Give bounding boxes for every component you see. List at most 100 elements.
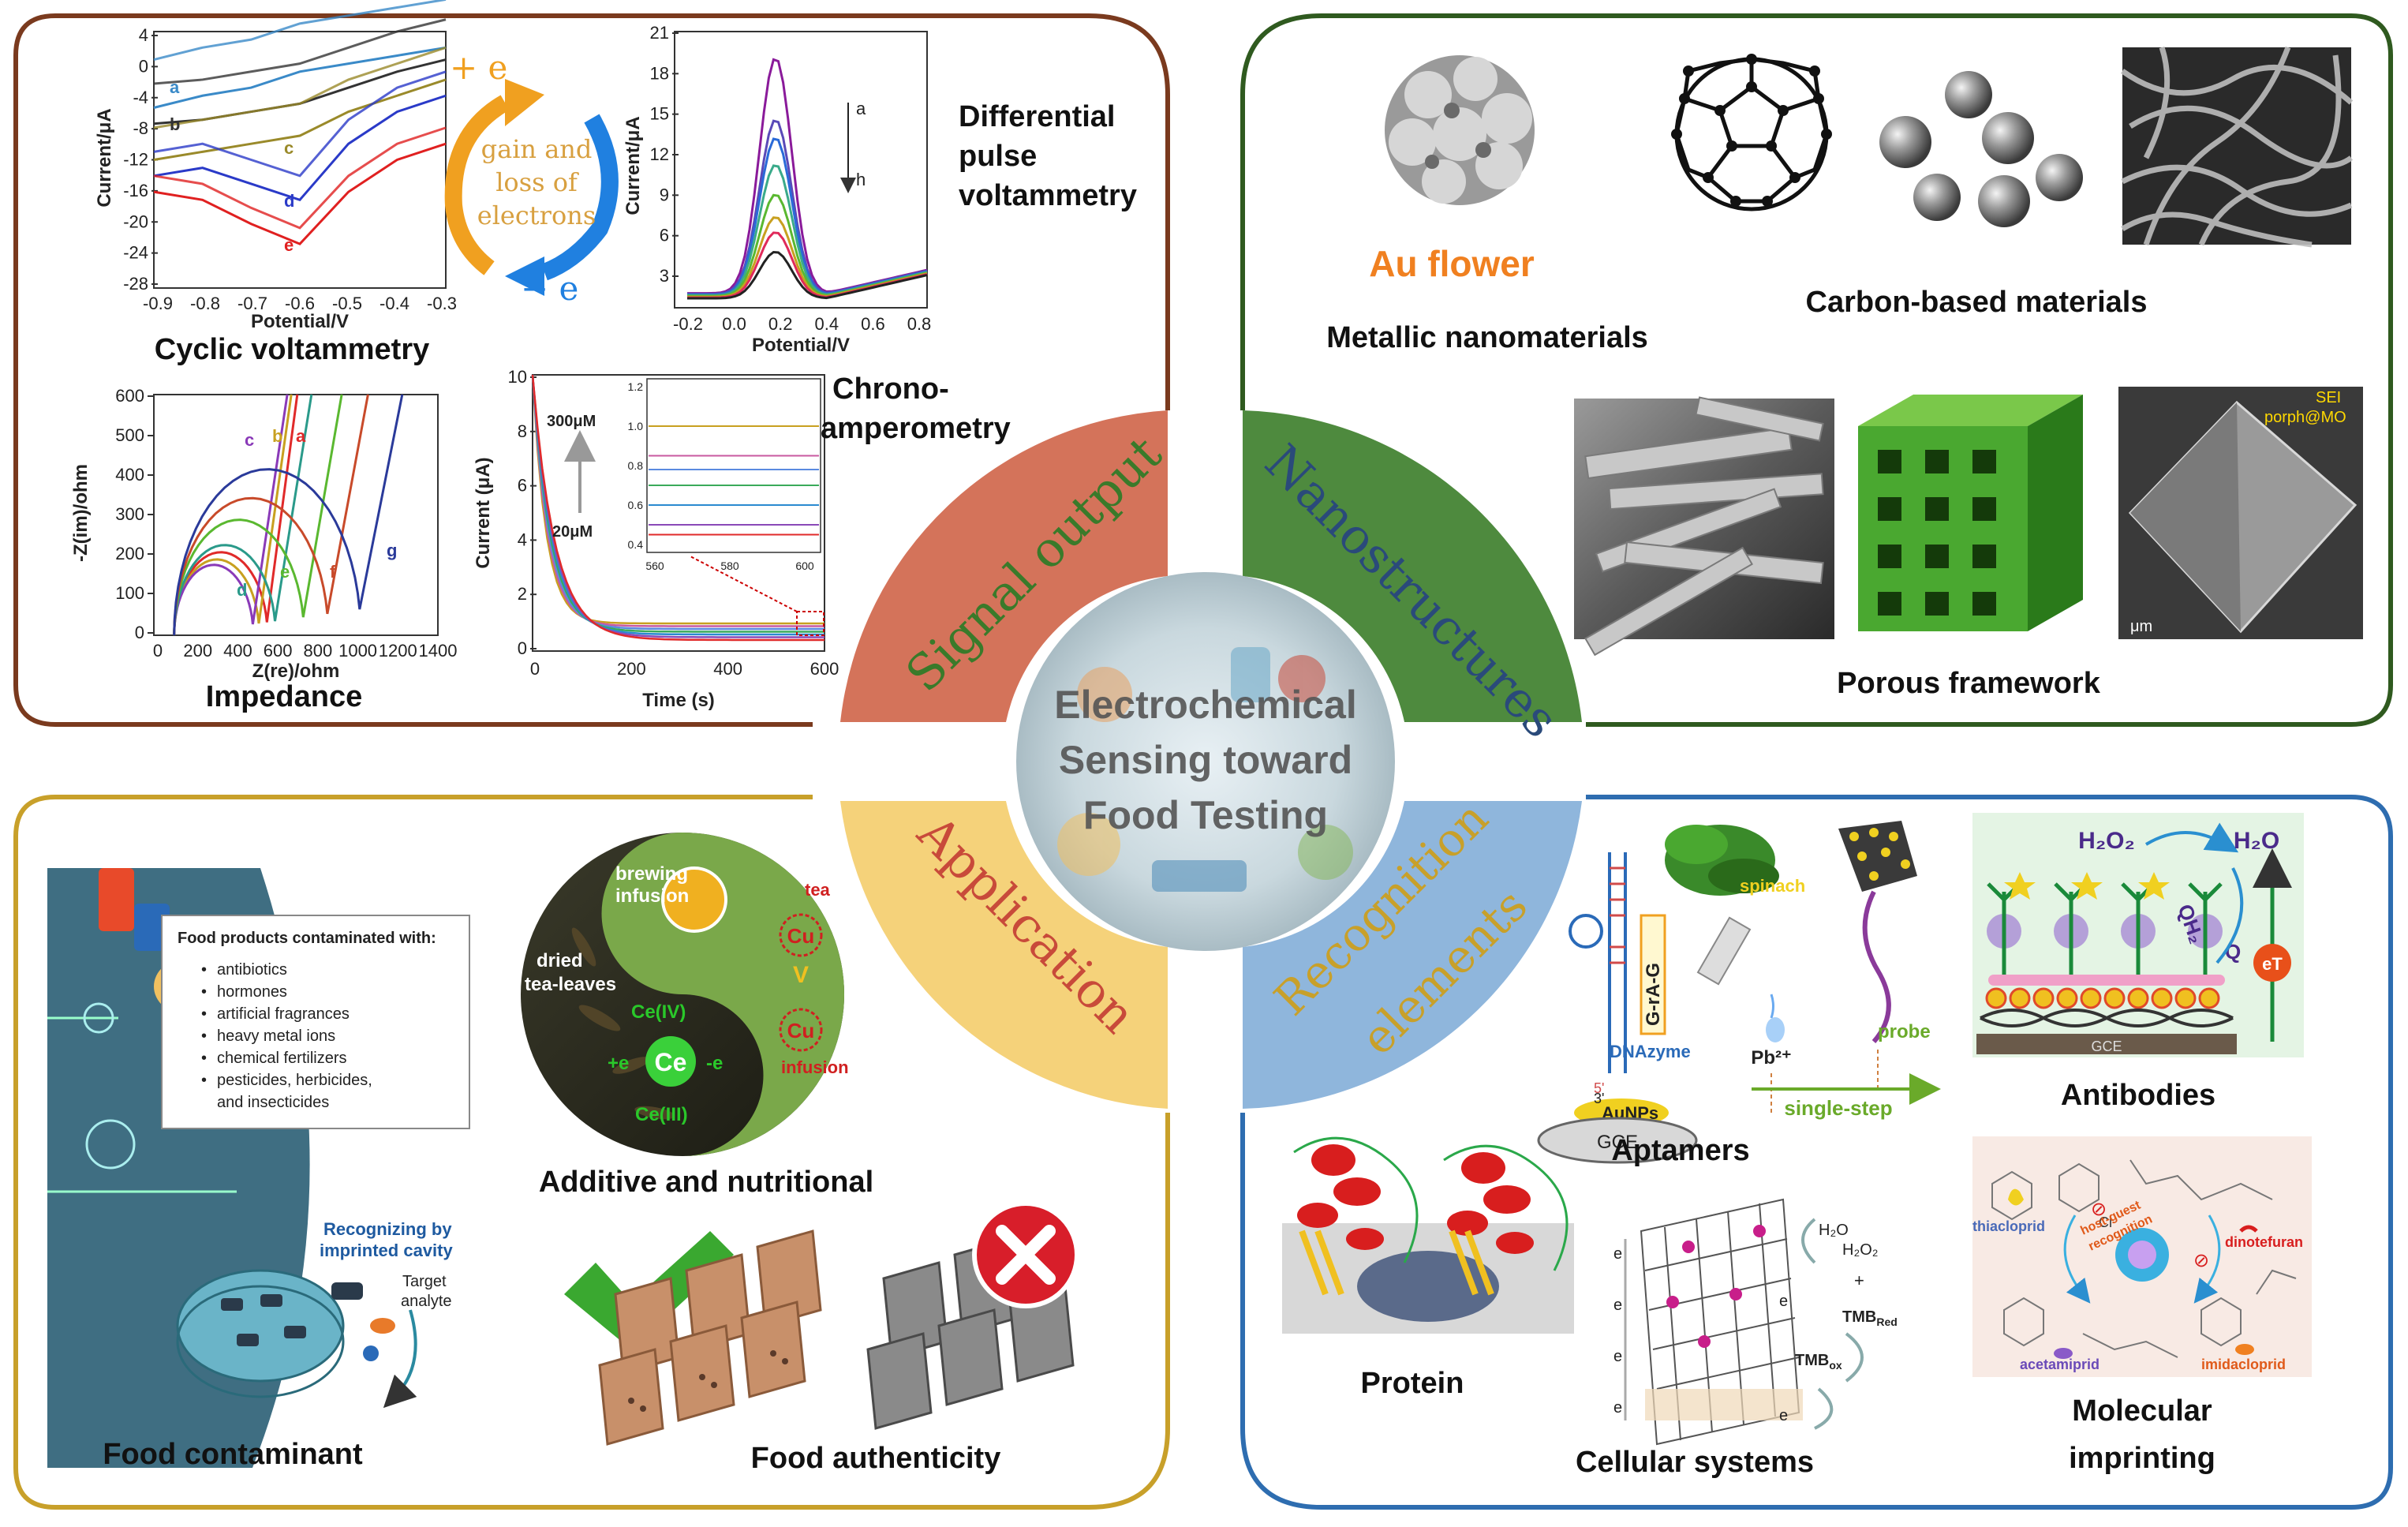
thiacloprid-label: thiacloprid	[1972, 1218, 2045, 1234]
au-flower-image	[1385, 55, 1535, 205]
imp-series	[173, 394, 289, 636]
y-tick-label: 300	[115, 504, 144, 524]
inset-y-tick: 0.8	[628, 459, 644, 472]
dinotefuran-label: dinotefuran	[2225, 1234, 2303, 1250]
gain-arrow	[444, 95, 510, 275]
cv-series-b	[153, 58, 447, 125]
cv-series-return-e	[153, 126, 447, 230]
center-wheel: Electrochemical Sensing toward Food Test…	[840, 410, 1582, 1109]
nanorod-sem	[1574, 396, 1834, 657]
y-tick-label: -8	[133, 118, 148, 138]
y-tick-label: 6	[518, 476, 527, 496]
ce-iv-label: Ce(IV)	[631, 1001, 686, 1023]
cv-xticks: -0.9-0.8-0.7-0.6-0.5-0.4-0.3	[143, 294, 457, 313]
target-line2: analyte	[401, 1293, 452, 1310]
y-tick-label: 600	[115, 386, 144, 406]
ce-label: Ce	[655, 1048, 687, 1076]
dried-line2: tea-leaves	[525, 974, 616, 995]
x-tick-label: 1200	[379, 641, 417, 661]
cellular-label: Cellular systems	[1576, 1446, 1814, 1479]
x-tick-label: 200	[617, 659, 646, 679]
protein-label: Protein	[1361, 1367, 1464, 1400]
y-tick-label: -12	[123, 150, 148, 170]
inset-x-tick: 560	[645, 560, 664, 572]
contaminant-item: chemical fertilizers	[217, 1050, 346, 1067]
cu-wedge: V	[793, 962, 809, 988]
y-tick-label: 0	[518, 638, 527, 658]
carbon-label: Carbon-based materials	[1806, 286, 2148, 319]
metallic-label: Metallic nanomaterials	[1326, 321, 1648, 354]
imp-series	[173, 394, 313, 636]
x-tick-label: -0.2	[673, 314, 703, 334]
cu-bottom: Cu	[787, 1019, 815, 1042]
x-tick-label: -0.7	[237, 294, 267, 313]
food-contaminant-label: Food contaminant	[103, 1438, 363, 1471]
x-tick-label: -0.6	[285, 294, 315, 313]
um-label: μm	[2130, 618, 2152, 635]
inset-y-tick: 0.6	[628, 499, 644, 511]
cell-h2o2: H₂O₂	[1842, 1241, 1879, 1259]
y-tick-label: 6	[660, 226, 669, 245]
gain-arrow-head	[505, 79, 544, 126]
authenticity-label: Food authenticity	[751, 1442, 1001, 1475]
dpv-title2: pulse	[959, 140, 1037, 173]
cl-label: Cl	[2099, 1214, 2112, 1230]
contaminant-item: hormones	[217, 983, 287, 1001]
y-tick-label: 12	[650, 144, 669, 164]
infusion-label: infusion	[781, 1057, 849, 1077]
chrono-series	[531, 374, 824, 638]
y-tick-label: 100	[115, 583, 144, 603]
quadrant-signal-output	[840, 410, 1168, 722]
chrono-bottom-conc: 20μM	[552, 523, 593, 541]
chrono-title1: Chrono-	[832, 372, 949, 406]
molecular-line1: Molecular	[2072, 1394, 2212, 1428]
contaminant-item: and insecticides	[217, 1094, 329, 1111]
y-tick-label: -20	[123, 211, 148, 231]
tea-label: tea	[805, 880, 831, 900]
chrono-ylabel: Current (μA)	[473, 457, 494, 568]
imp-curve-label: b	[272, 426, 282, 446]
x-tick-label: 0.2	[768, 314, 793, 334]
imp-xlabel: Z(re)/ohm	[252, 661, 340, 682]
frame-nanostructures	[1240, 13, 2393, 727]
signal-panel: 40-4-8-12-16-20-24-28 -0.9-0.8-0.7-0.6-0…	[70, 0, 1137, 713]
carbon-nanotube-sem	[2120, 46, 2354, 248]
dpv-arrow-bottom: h	[856, 170, 866, 189]
contaminant-bullet: •	[201, 1072, 207, 1089]
cv-series-return-c	[153, 46, 447, 129]
quadrant-recognition	[1243, 801, 1582, 1109]
chrono-series	[531, 374, 824, 636]
contaminant-item: antibiotics	[217, 961, 287, 979]
spinach-image: spinach Pb²⁺	[1665, 825, 1805, 1113]
x-tick-label: 0.6	[861, 314, 885, 334]
y-tick-label: 21	[650, 23, 669, 43]
imp-curve-label: d	[237, 580, 247, 600]
loss-arrow	[540, 114, 619, 281]
contaminant-item: artificial fragrances	[217, 1005, 350, 1023]
chrono-xlabel: Time (s)	[642, 690, 715, 711]
tmb-ox: TMBox	[1795, 1352, 1842, 1372]
cell-e-6: e	[1779, 1407, 1788, 1424]
y-tick-label: 4	[139, 25, 148, 45]
cv-series-return-b	[153, 18, 447, 85]
x-tick-label: -0.5	[332, 294, 362, 313]
y-tick-label: -24	[123, 243, 148, 263]
center-food-illustration	[1057, 647, 1353, 892]
imp-curve-label: f	[330, 562, 336, 582]
h2o-label: H₂O	[2234, 828, 2279, 854]
panel-frames	[13, 13, 2393, 1510]
chrono-inset	[646, 378, 821, 553]
imp-series	[173, 394, 369, 636]
ce-iii-label: Ce(III)	[635, 1104, 688, 1125]
dpv-xlabel: Potential/V	[752, 335, 850, 356]
cv-ylabel: Current/μA	[94, 108, 115, 207]
probe-diagram: probe single-step	[1752, 821, 1941, 1120]
dpv-series	[687, 250, 928, 300]
gra-g-label: G-rA-G	[1643, 963, 1664, 1026]
au-flower-label: Au flower	[1369, 243, 1535, 284]
recognizing-line1: Recognizing by	[323, 1219, 452, 1239]
electron-text1: gain and	[481, 134, 593, 164]
y-tick-label: 2	[518, 584, 527, 604]
x-tick-label: 0	[530, 659, 540, 679]
